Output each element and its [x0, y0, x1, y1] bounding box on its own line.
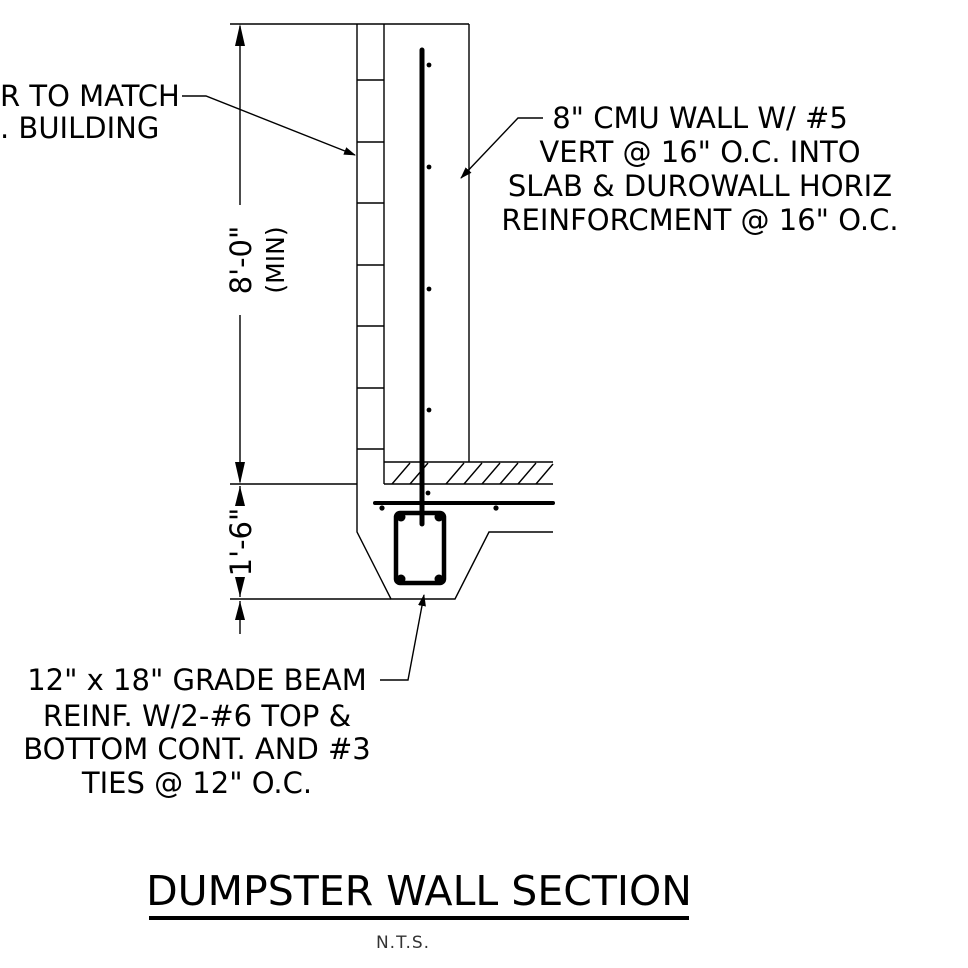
- durowall-dots: [425, 62, 432, 496]
- dim-beam-depth: 1'-6": [224, 508, 258, 577]
- slab: [373, 461, 555, 511]
- note-beam-line-2: REINF. W/2-#6 TOP &: [43, 699, 351, 733]
- beam-rebar: [396, 512, 444, 584]
- slab-rebar-dots: [379, 505, 499, 511]
- drawing-title: DUMPSTER WALL SECTION: [146, 867, 692, 915]
- beam-ties: [393, 510, 447, 586]
- note-beam-line-1: 12" x 18" GRADE BEAM: [27, 663, 367, 697]
- note-finish: R TO MATCH . BUILDING: [0, 79, 180, 145]
- block-coursing: [357, 79, 384, 450]
- scale-note: N.T.S.: [376, 933, 430, 953]
- note-cmu-wall: 8" CMU WALL W/ #5 VERT @ 16" O.C. INTO S…: [501, 101, 898, 237]
- note-grade-beam: 12" x 18" GRADE BEAM REINF. W/2-#6 TOP &…: [23, 663, 371, 800]
- dim-wall-height-qualifier: (MIN): [261, 226, 290, 293]
- note-beam-line-3: BOTTOM CONT. AND #3: [23, 732, 371, 766]
- dimension-lines: [230, 23, 391, 634]
- note-finish-line-1: R TO MATCH: [0, 79, 180, 113]
- note-cmu-line-2: VERT @ 16" O.C. INTO: [539, 135, 860, 169]
- note-finish-line-2: . BUILDING: [0, 111, 159, 145]
- note-cmu-line-3: SLAB & DUROWALL HORIZ: [508, 169, 892, 203]
- leaders: [182, 95, 543, 681]
- slab-hatch: [391, 462, 554, 485]
- note-cmu-line-1: 8" CMU WALL W/ #5: [552, 101, 848, 135]
- drawing-title-block: DUMPSTER WALL SECTION N.T.S.: [146, 867, 692, 953]
- note-cmu-line-4: REINFORCMENT @ 16" O.C.: [501, 203, 898, 237]
- note-beam-line-4: TIES @ 12" O.C.: [81, 766, 312, 800]
- dim-wall-height: 8'-0": [224, 226, 258, 295]
- cmu-wall: [356, 23, 470, 527]
